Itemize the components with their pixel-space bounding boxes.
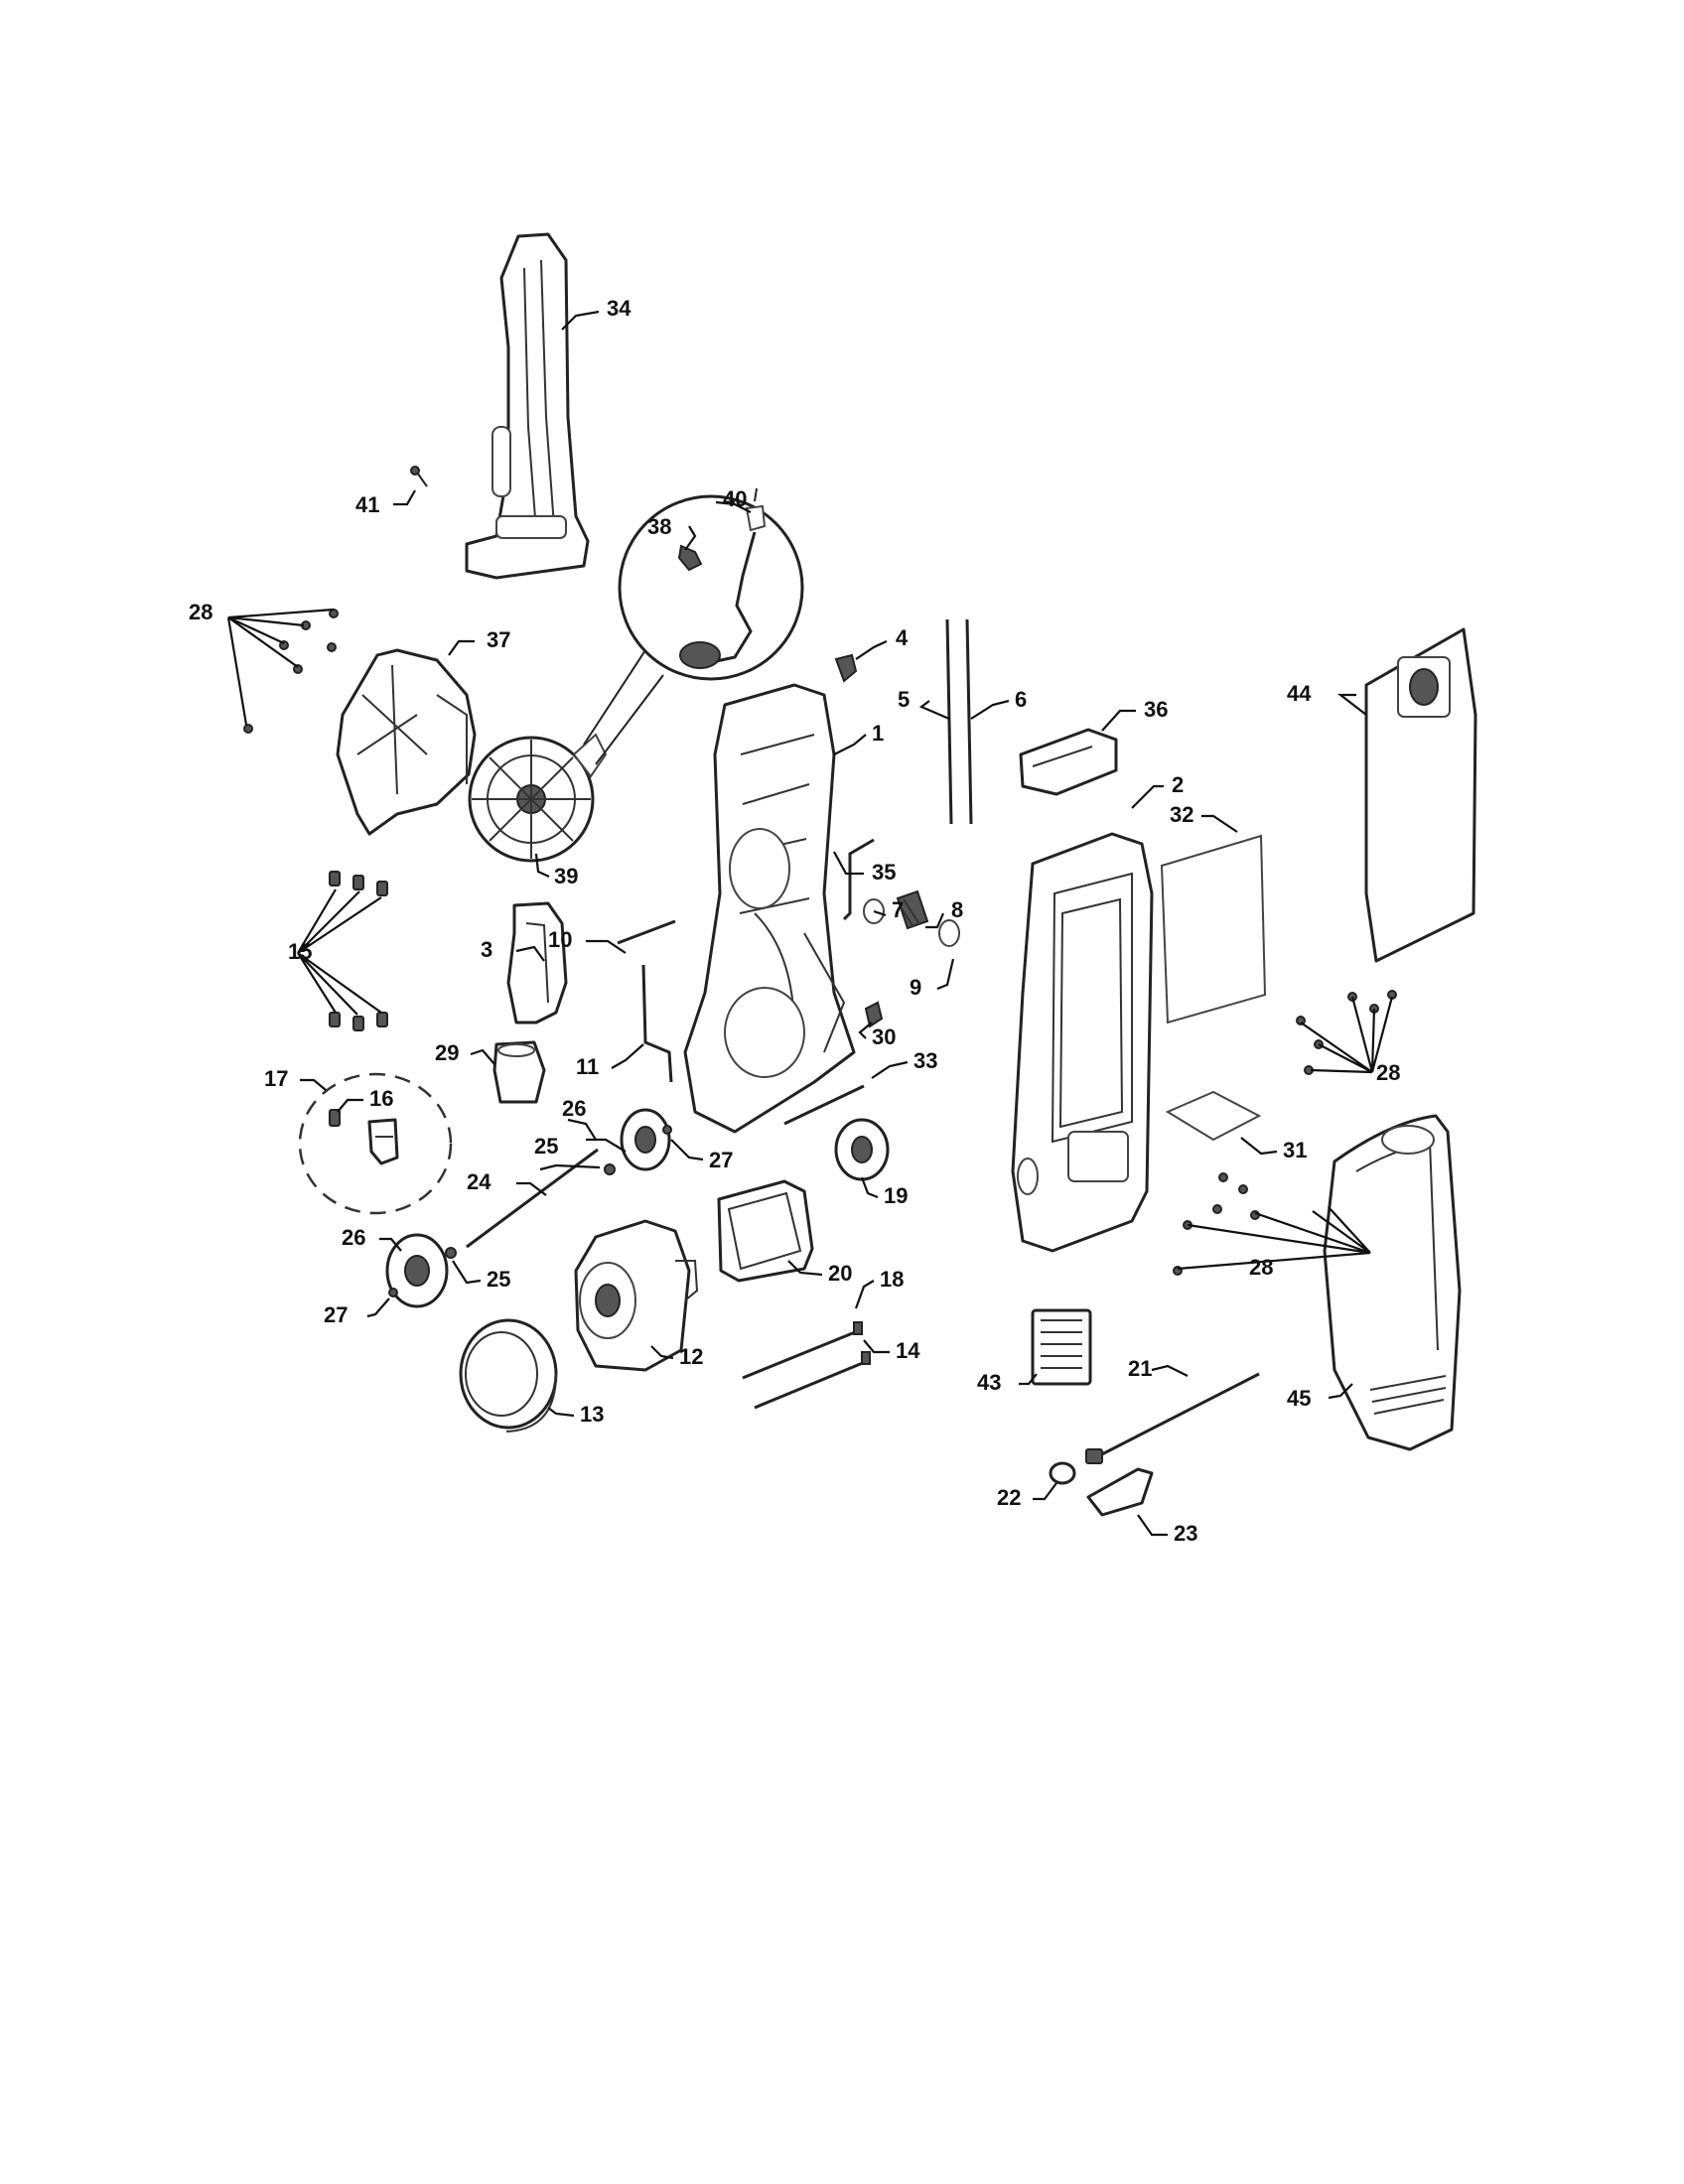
callout-10: 10 [548, 927, 572, 952]
callout-23: 23 [1174, 1521, 1197, 1546]
callout-17: 17 [264, 1066, 288, 1091]
part-20-gasket [717, 1179, 814, 1283]
callout-37: 37 [487, 627, 510, 652]
part-2-rear-body [1011, 832, 1154, 1253]
cord-detail-inset [583, 487, 804, 765]
callout-12: 12 [679, 1344, 703, 1369]
callout-45: 45 [1287, 1386, 1311, 1411]
part-44-bag [1364, 627, 1477, 963]
part-7-8-9-spring [863, 889, 960, 947]
part-4-switch [834, 653, 858, 683]
part-18-14-rods [742, 1321, 871, 1410]
callout-44: 44 [1287, 681, 1312, 706]
callout-31: 31 [1283, 1138, 1307, 1162]
callout-7: 7 [892, 897, 904, 922]
part-39-cord-reel [468, 733, 608, 863]
callout-1: 1 [872, 721, 884, 746]
callout-5: 5 [898, 687, 910, 712]
part-45-door [1323, 1114, 1462, 1451]
callout-6: 6 [1015, 687, 1027, 712]
callout-25-lower: 25 [487, 1267, 510, 1292]
callout-27-upper: 27 [709, 1148, 733, 1172]
part-17-16-switch-assembly [298, 1072, 453, 1215]
callout-18: 18 [880, 1267, 904, 1292]
part-13-ring [459, 1318, 558, 1433]
part-26-wheel-lower [385, 1233, 449, 1308]
callout-15: 15 [288, 939, 312, 964]
part-25-washer-lower [445, 1247, 457, 1259]
callout-25-upper: 25 [534, 1134, 558, 1159]
part-32-panel [1160, 834, 1267, 1024]
callout-27-lower: 27 [324, 1302, 348, 1327]
callout-32: 32 [1170, 802, 1193, 827]
callout-8: 8 [951, 897, 963, 922]
callout-16: 16 [369, 1086, 393, 1111]
callout-28-right-upper: 28 [1376, 1060, 1400, 1085]
callout-40: 40 [723, 486, 747, 511]
part-21-rod [1085, 1372, 1260, 1464]
callout-24: 24 [467, 1169, 491, 1194]
part-5-6-rods [945, 618, 973, 825]
callout-13: 13 [580, 1402, 604, 1427]
part-34-handle [465, 232, 590, 580]
callout-20: 20 [828, 1261, 852, 1286]
part-43-filter [1031, 1308, 1092, 1386]
part-31-pad [1165, 1090, 1262, 1142]
callout-2: 2 [1172, 772, 1184, 797]
part-23-latch [1086, 1467, 1154, 1517]
callout-26-upper: 26 [562, 1096, 586, 1121]
callout-28-left: 28 [189, 600, 212, 624]
callout-19: 19 [884, 1183, 908, 1208]
part-12-motor [574, 1219, 699, 1372]
part-26-wheel-upper [620, 1108, 671, 1171]
part-30-clip [864, 1001, 884, 1028]
callout-9: 9 [910, 975, 921, 1000]
callout-36: 36 [1144, 697, 1168, 722]
part-35-wire [842, 838, 875, 921]
part-33-shaft [783, 1084, 865, 1126]
part-37-cover [336, 648, 477, 836]
callout-26-lower: 26 [342, 1225, 365, 1250]
part-36-top-piece [1019, 728, 1118, 796]
part-41-screw [410, 466, 428, 487]
callout-21: 21 [1128, 1356, 1152, 1381]
callout-3: 3 [481, 937, 492, 962]
callout-34: 34 [607, 296, 632, 321]
part-29-filter [492, 1040, 546, 1104]
part-19-fan [834, 1118, 890, 1181]
callout-33: 33 [913, 1048, 937, 1073]
callout-28-right-lower: 28 [1249, 1255, 1273, 1280]
part-24-axle [466, 1148, 599, 1249]
callout-14: 14 [896, 1338, 920, 1363]
callout-4: 4 [896, 625, 909, 650]
callout-41: 41 [355, 492, 379, 517]
callout-labels: 34 41 28 37 39 40 38 4 5 6 36 1 2 32 44 … [189, 296, 1400, 1546]
part-10-11-wires [617, 919, 676, 1083]
part-1-main-body [683, 683, 856, 1134]
callout-29: 29 [435, 1040, 459, 1065]
part-27-clip-upper [662, 1125, 672, 1135]
callout-11: 11 [576, 1054, 599, 1079]
part-28-screws-right [1173, 990, 1397, 1276]
callout-22: 22 [997, 1485, 1021, 1510]
callout-30: 30 [872, 1024, 896, 1049]
callout-35: 35 [872, 860, 896, 885]
part-3-bracket [506, 901, 568, 1024]
callout-38: 38 [647, 514, 671, 539]
part-15-screws [329, 871, 388, 1031]
part-22-knob [1049, 1461, 1076, 1485]
part-28-screws-left [243, 609, 339, 734]
part-25-washer-upper [604, 1163, 616, 1175]
callout-39: 39 [554, 864, 578, 888]
callout-43: 43 [977, 1370, 1001, 1395]
leader-lines [226, 310, 1394, 1537]
part-27-clip-lower [388, 1288, 398, 1297]
